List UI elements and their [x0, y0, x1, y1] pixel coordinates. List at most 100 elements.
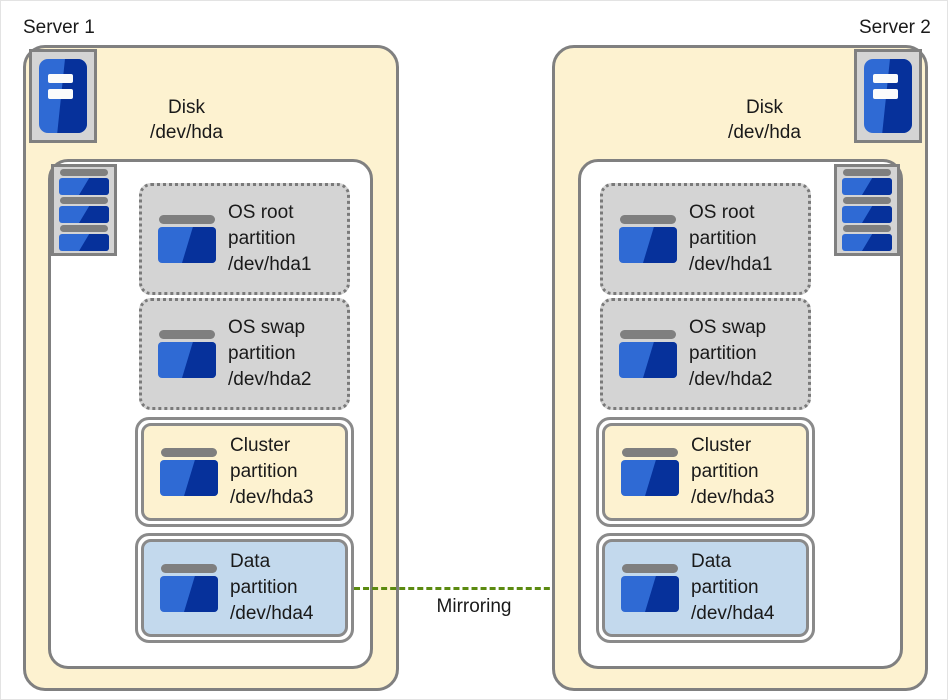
partition-icon — [621, 448, 679, 496]
partition-label-line-1: OS root — [228, 201, 294, 223]
partition-data[interactable]: Data partition /dev/hda4 — [596, 533, 815, 643]
disk-stack-platter — [59, 197, 109, 223]
disk-stack-platter — [842, 197, 892, 223]
platter-cap — [843, 197, 891, 204]
partition-icon — [158, 215, 216, 263]
platter-cap — [620, 330, 676, 339]
platter-body — [619, 227, 677, 263]
mirroring-label: Mirroring — [436, 596, 512, 617]
platter-body — [842, 178, 892, 195]
platter-body — [842, 234, 892, 251]
disk-stack-icon — [51, 164, 117, 256]
server-tower-icon — [29, 49, 97, 143]
partition-label-line-1: OS swap — [689, 316, 767, 338]
disk-label-line-1: Disk — [168, 97, 205, 118]
partition-label-line-1: Cluster — [691, 434, 752, 456]
partition-label-line-2: partition — [689, 342, 757, 364]
disk-stack-platter — [842, 225, 892, 251]
server-tower-bar-2 — [47, 89, 73, 99]
platter-cap — [159, 330, 215, 339]
platter-cap — [161, 448, 217, 457]
platter-body — [621, 460, 679, 496]
platter-cap — [843, 225, 891, 232]
platter-body — [158, 342, 216, 378]
server-tower-glyph — [39, 59, 87, 133]
disk-label-line-2: /dev/hda — [728, 122, 801, 144]
server-tower-icon — [854, 49, 922, 143]
partition-label: Data partition /dev/hda4 — [691, 549, 774, 628]
disk-stack-platter — [842, 169, 892, 195]
platter-body — [160, 460, 218, 496]
partition-os-swap[interactable]: OS swap partition /dev/hda2 — [139, 298, 350, 410]
platter-cap — [161, 564, 217, 573]
partition-label-line-3: /dev/hda1 — [689, 254, 773, 276]
partition-os-root[interactable]: OS root partition /dev/hda1 — [139, 183, 350, 295]
partition-label: Data partition /dev/hda4 — [230, 549, 313, 628]
partition-label-line-2: partition — [230, 576, 298, 598]
disk-label-line-1: Disk — [746, 97, 783, 118]
partition-label-line-1: Cluster — [230, 434, 291, 456]
platter-cap — [159, 215, 215, 224]
platter-cap — [622, 564, 678, 573]
partition-cluster-inner: Cluster partition /dev/hda3 — [141, 423, 348, 521]
platter-cap — [622, 448, 678, 457]
platter-body — [158, 227, 216, 263]
partition-label-line-3: /dev/hda4 — [230, 603, 314, 625]
partition-label-line-3: /dev/hda1 — [228, 254, 312, 276]
partition-data[interactable]: Data partition /dev/hda4 — [135, 533, 354, 643]
partition-label-line-2: partition — [230, 460, 298, 482]
platter-cap — [620, 215, 676, 224]
partition-label-line-2: partition — [691, 576, 759, 598]
partition-os-root[interactable]: OS root partition /dev/hda1 — [600, 183, 811, 295]
partition-icon — [619, 215, 677, 263]
partition-label-line-3: /dev/hda4 — [691, 603, 775, 625]
server-1-disk-label: Disk /dev/hda — [109, 95, 264, 145]
partition-label-line-2: partition — [228, 227, 296, 249]
partition-icon — [160, 564, 218, 612]
disk-stack-icon — [834, 164, 900, 256]
partition-os-swap[interactable]: OS swap partition /dev/hda2 — [600, 298, 811, 410]
partition-label-line-1: OS swap — [228, 316, 306, 338]
partition-icon — [160, 448, 218, 496]
partition-label-line-1: Data — [691, 550, 732, 572]
platter-body — [59, 206, 109, 223]
partition-label: OS swap partition /dev/hda2 — [689, 315, 772, 394]
server-tower-bar-1 — [47, 73, 73, 84]
partition-icon — [619, 330, 677, 378]
platter-body — [59, 178, 109, 195]
server-tower-bar-1 — [872, 73, 898, 84]
partition-label: OS root partition /dev/hda1 — [228, 200, 311, 279]
platter-body — [59, 234, 109, 251]
partition-icon — [158, 330, 216, 378]
platter-body — [619, 342, 677, 378]
partition-cluster[interactable]: Cluster partition /dev/hda3 — [135, 417, 354, 527]
platter-cap — [60, 225, 108, 232]
partition-label-line-2: partition — [691, 460, 759, 482]
partition-label-line-2: partition — [228, 342, 296, 364]
partition-label: OS swap partition /dev/hda2 — [228, 315, 311, 394]
partition-label-line-3: /dev/hda2 — [228, 369, 312, 391]
partition-cluster-inner: Cluster partition /dev/hda3 — [602, 423, 809, 521]
partition-cluster[interactable]: Cluster partition /dev/hda3 — [596, 417, 815, 527]
partition-label: Cluster partition /dev/hda3 — [230, 433, 313, 512]
platter-cap — [843, 169, 891, 176]
partition-label-line-1: OS root — [689, 201, 755, 223]
server-2-title: Server 2 — [859, 17, 931, 38]
partition-label: Cluster partition /dev/hda3 — [691, 433, 774, 512]
platter-body — [160, 576, 218, 612]
disk-label-line-2: /dev/hda — [150, 122, 223, 144]
partition-label-line-3: /dev/hda3 — [691, 487, 775, 509]
partition-icon — [621, 564, 679, 612]
partition-label: OS root partition /dev/hda1 — [689, 200, 772, 279]
partition-label-line-2: partition — [689, 227, 757, 249]
partition-label-line-1: Data — [230, 550, 271, 572]
server-tower-glyph — [864, 59, 912, 133]
platter-cap — [60, 169, 108, 176]
mirroring-connector-line — [354, 587, 586, 590]
platter-body — [621, 576, 679, 612]
partition-label-line-3: /dev/hda3 — [230, 487, 314, 509]
partition-data-inner: Data partition /dev/hda4 — [141, 539, 348, 637]
partition-data-inner: Data partition /dev/hda4 — [602, 539, 809, 637]
platter-body — [842, 206, 892, 223]
